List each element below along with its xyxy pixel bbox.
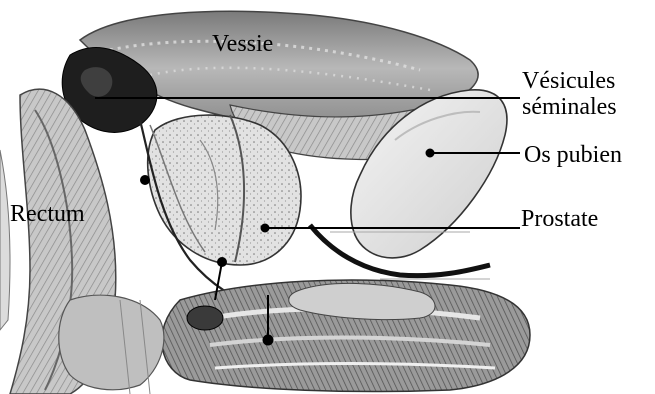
label-vesicules-seminales: Vésicules séminales: [522, 68, 617, 120]
label-vessie: Vessie: [212, 31, 273, 57]
label-prostate: Prostate: [521, 206, 598, 232]
prostate-shape: [148, 115, 301, 265]
label-rectum: Rectum: [10, 201, 85, 227]
label-vesicules-line2: séminales: [522, 94, 617, 120]
label-os-pubien: Os pubien: [524, 142, 622, 168]
label-vesicules-line1: Vésicules: [522, 68, 617, 94]
